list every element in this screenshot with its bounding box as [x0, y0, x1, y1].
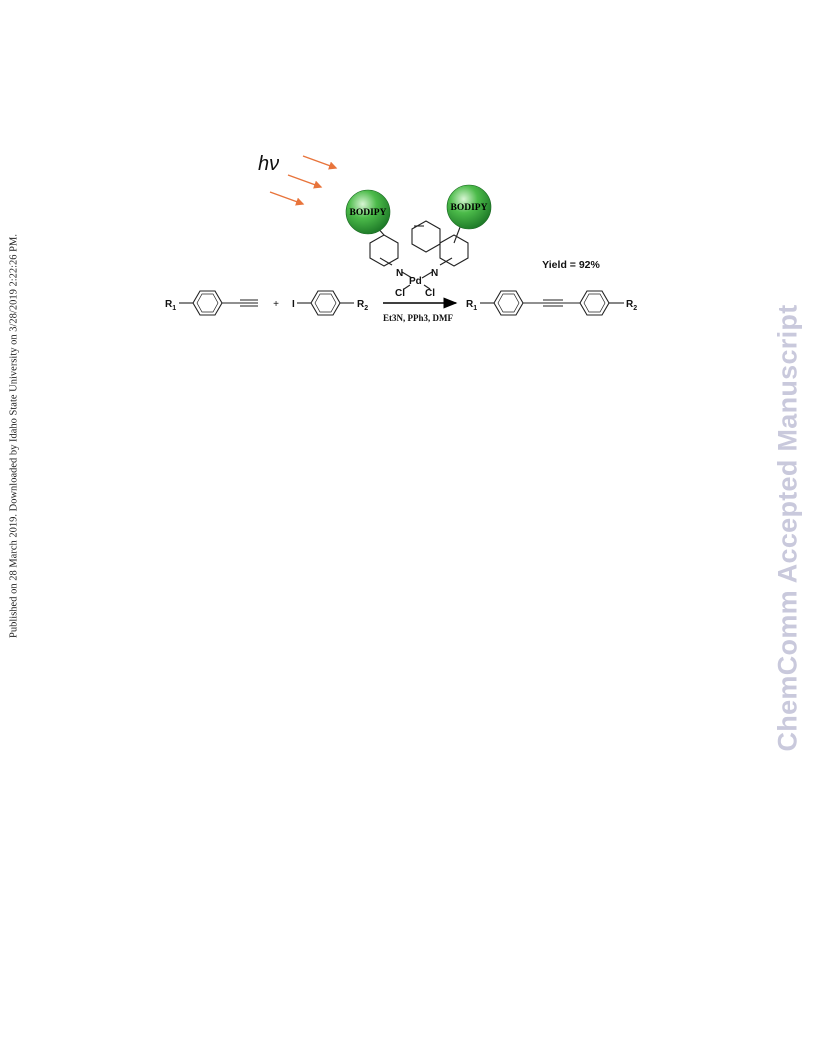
catalyst-structure [369, 220, 469, 290]
bodipy-left-sphere: BODIPY [345, 189, 391, 235]
product [480, 290, 624, 316]
light-arrow-3 [269, 191, 305, 206]
light-arrow-1 [302, 155, 338, 170]
product-substituent-1: R1 [466, 299, 477, 312]
light-arrow-2 [287, 174, 323, 189]
palladium: Pd [409, 276, 422, 287]
reactant-2-substituent: R2 [357, 299, 368, 312]
bodipy-right-label: BODIPY [451, 203, 488, 213]
light-arrows [269, 155, 338, 206]
nitrogen-right: N [431, 268, 438, 279]
nitrogen-left: N [396, 268, 403, 279]
chloride-right: Cl [425, 288, 435, 299]
reaction-conditions: Et3N, PPh3, DMF [383, 313, 453, 323]
reactant-2 [297, 290, 354, 316]
product-substituent-2: R2 [626, 299, 637, 312]
light-label: hν [258, 153, 279, 175]
iodo-substituent: I [292, 299, 295, 310]
yield-label: Yield = 92% [542, 259, 600, 271]
reactant-1 [179, 290, 258, 316]
plus-sign: + [273, 299, 279, 310]
chloride-left: Cl [395, 288, 405, 299]
reactant-1-substituent: R1 [165, 299, 176, 312]
bodipy-right-sphere: BODIPY [446, 184, 492, 230]
bodipy-left-label: BODIPY [350, 208, 387, 218]
